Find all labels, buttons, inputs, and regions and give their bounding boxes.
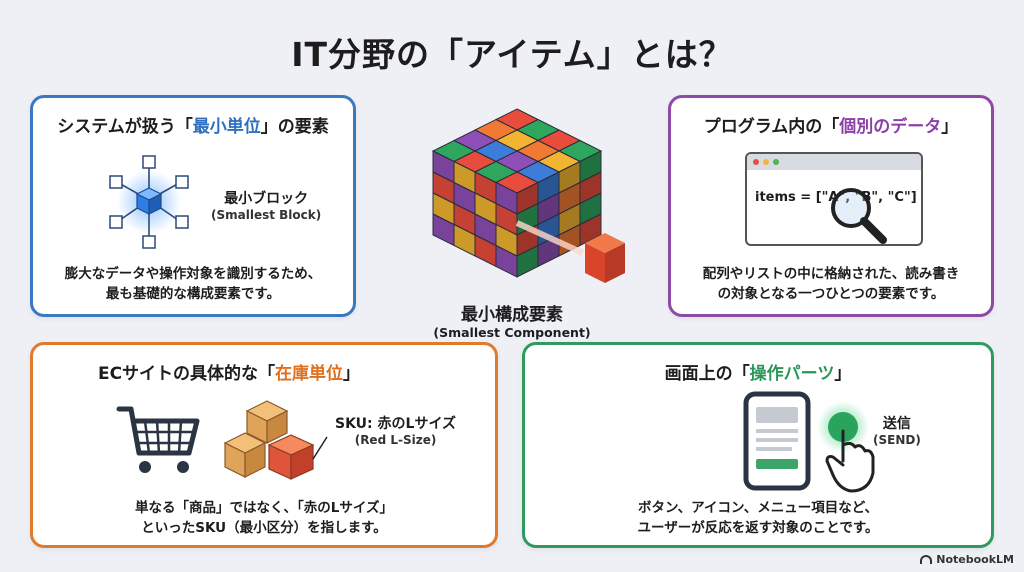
extracted-cube	[515, 220, 625, 283]
close-dot-icon	[753, 159, 759, 165]
sku-label: SKU: 赤のLサイズ	[335, 416, 457, 432]
cube-left-face	[432, 150, 518, 278]
magnifier-icon	[831, 188, 887, 244]
block-sub-label: (Smallest Block)	[211, 208, 322, 222]
card-title: システムが扱う「最小単位」の要素	[57, 117, 329, 137]
page-title: IT分野の「アイテム」とは？	[291, 35, 733, 74]
send-sub-label: (SEND)	[873, 433, 921, 447]
card-system-unit: システムが扱う「最小単位」の要素 最	[30, 95, 356, 317]
card-description: ボタン、アイコン、メニュー項目など、 ユーザーが反応を返す対象のことです。	[637, 500, 879, 536]
card-title: プログラム内の「個別のデータ」	[703, 117, 959, 137]
network-block-icon	[109, 155, 189, 249]
card-program-data: プログラム内の「個別のデータ」 items = ["A", "B", "C"] …	[668, 95, 994, 317]
card-description: 単なる「商品」ではなく、「赤のLサイズ」 といったSKU（最小区分）を指します。	[135, 500, 393, 536]
block-label: 最小ブロック	[224, 191, 309, 207]
tap-button-icon	[817, 401, 875, 493]
send-label: 送信	[882, 416, 911, 432]
brand-footer: NotebookLM	[920, 553, 1014, 566]
card-ui-parts: 画面上の「操作パーツ」 送信 (SEND) ボタン、アイコン、メニュー項目など、…	[522, 342, 994, 548]
smartphone-icon	[743, 391, 811, 491]
boxes-icon	[223, 400, 328, 480]
cube-right-face	[516, 150, 602, 278]
maximize-dot-icon	[773, 159, 779, 165]
sku-sub-label: (Red L-Size)	[354, 433, 437, 447]
card-ec-sku: ECサイトの具体的な「在庫単位」 SKU: 赤のLサイズ (Red L-Size…	[30, 342, 498, 548]
center-main-label: 最小構成要素	[461, 305, 563, 325]
window-titlebar	[747, 154, 921, 170]
card-description: 膨大なデータや操作対象を識別するため、 最も基礎的な構成要素です。	[64, 266, 322, 302]
notebook-logo-icon	[920, 555, 933, 564]
card-title: 画面上の「操作パーツ」	[664, 364, 852, 384]
shopping-cart-icon	[116, 406, 200, 473]
card-title: ECサイトの具体的な「在庫単位」	[97, 364, 361, 384]
minimize-dot-icon	[763, 159, 769, 165]
center-sub-label: (Smallest Component)	[433, 325, 591, 340]
cube-grid-illustration	[431, 108, 625, 283]
card-description: 配列やリストの中に格納された、読み書き の対象となる一つひとつの要素です。	[702, 266, 960, 302]
